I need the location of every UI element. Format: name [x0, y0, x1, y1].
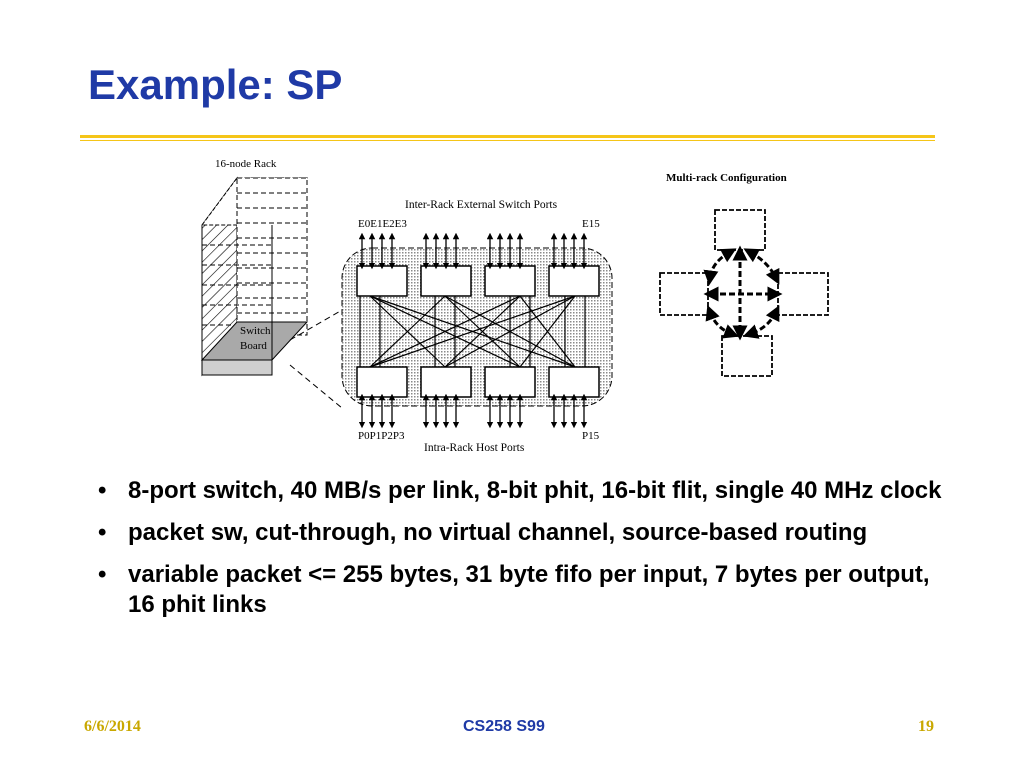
title-divider — [80, 135, 935, 138]
bullet-dot: • — [98, 561, 107, 588]
switch-chip-top-1 — [356, 265, 408, 297]
host-port-arrows — [358, 393, 588, 429]
footer-date: 6/6/2014 — [84, 718, 141, 735]
bullet-item: • packet sw, cut-through, no virtual cha… — [98, 518, 948, 548]
switch-chip-top-4 — [548, 265, 600, 297]
switch-board-label-line1: Switch — [240, 325, 271, 337]
external-port-arrows — [358, 232, 588, 270]
rack-node-left — [659, 272, 709, 316]
zoom-line-top — [289, 309, 343, 341]
switch-chip-bottom-3 — [484, 366, 536, 398]
switch-chip-top-2 — [420, 265, 472, 297]
title-divider-thin — [80, 140, 935, 141]
bullet-text: 8-port switch, 40 MB/s per link, 8-bit p… — [128, 477, 942, 504]
switch-chip-bottom-1 — [356, 366, 408, 398]
switch-chip-bottom-4 — [548, 366, 600, 398]
rack-label: 16-node Rack — [215, 158, 277, 170]
switch-board-label-line2: Board — [240, 340, 267, 352]
switch-chip-bottom-2 — [420, 366, 472, 398]
switch-chip-top-3 — [484, 265, 536, 297]
external-ports-label: Inter-Rack External Switch Ports — [405, 199, 558, 211]
slide-title: Example: SP — [88, 61, 343, 108]
rack-node-top — [714, 209, 766, 251]
e-ports-last-label: E15 — [582, 218, 600, 230]
switch-board-front — [201, 359, 273, 376]
bullet-item: • 8-port switch, 40 MB/s per link, 8-bit… — [98, 476, 948, 506]
crossbar-wires — [359, 295, 586, 368]
switch-chips — [356, 265, 600, 398]
zoom-line-bottom — [289, 364, 343, 409]
sp-network-diagram: Switch Board 16-node Rack — [200, 158, 829, 454]
bullet-dot: • — [98, 519, 107, 546]
bullet-dot: • — [98, 477, 107, 504]
bullet-item: • variable packet <= 255 bytes, 31 byte … — [98, 560, 948, 620]
footer-page-number: 19 — [918, 718, 934, 735]
rack-node-right — [777, 272, 829, 316]
e-ports-first-label: E0E1E2E3 — [358, 218, 407, 230]
bullet-text: packet sw, cut-through, no virtual chann… — [128, 519, 868, 546]
switch-board-detail: Inter-Rack External Switch Ports E0E1E2E… — [341, 199, 613, 454]
rack-node-bottom — [721, 335, 773, 377]
p-ports-first-label: P0P1P2P3 — [358, 430, 405, 442]
host-ports-label: Intra-Rack Host Ports — [424, 442, 525, 454]
bullet-text: variable packet <= 255 bytes, 31 byte fi… — [128, 561, 930, 618]
multirack-label: Multi-rack Configuration — [666, 172, 787, 184]
bullet-list: • 8-port switch, 40 MB/s per link, 8-bit… — [98, 476, 948, 632]
footer-course: CS258 S99 — [463, 718, 545, 735]
multirack-diagram: Multi-rack Configuration — [659, 172, 829, 377]
multirack-links — [703, 245, 783, 341]
rack-drawing: Switch Board 16-node Rack — [200, 158, 343, 409]
p-ports-last-label: P15 — [582, 430, 600, 442]
